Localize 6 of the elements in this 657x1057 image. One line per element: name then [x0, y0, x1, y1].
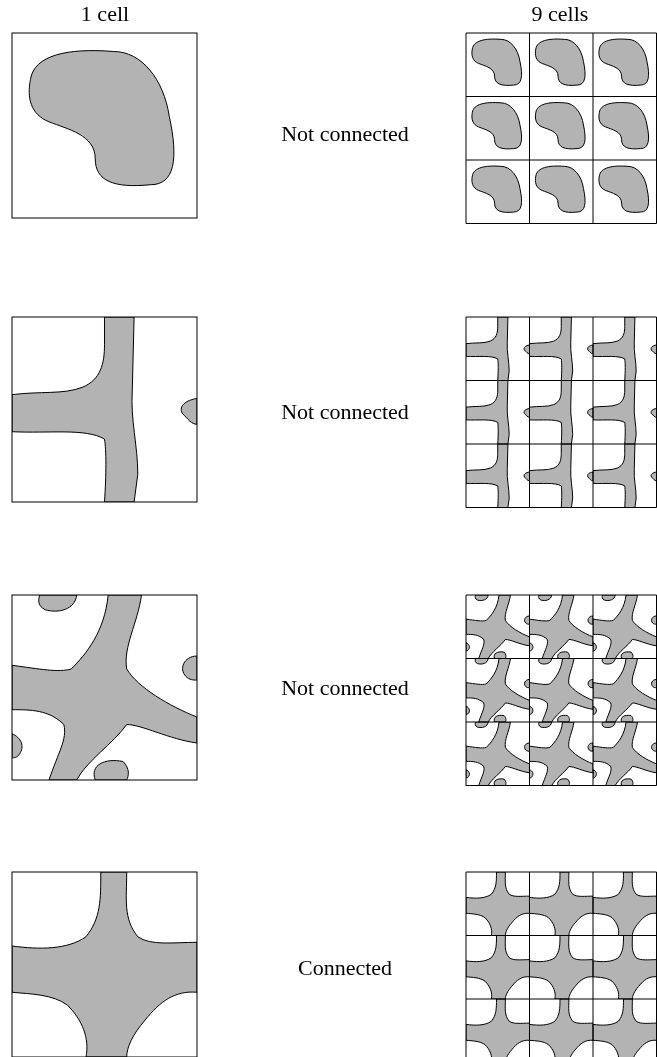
- row-label: Connected: [297, 956, 393, 981]
- row-label: Not connected: [281, 400, 409, 425]
- row-label: Not connected: [281, 676, 409, 701]
- row-label: Not connected: [281, 122, 409, 147]
- column-heading: 1 cell: [80, 2, 130, 27]
- column-heading: 9 cells: [531, 2, 589, 27]
